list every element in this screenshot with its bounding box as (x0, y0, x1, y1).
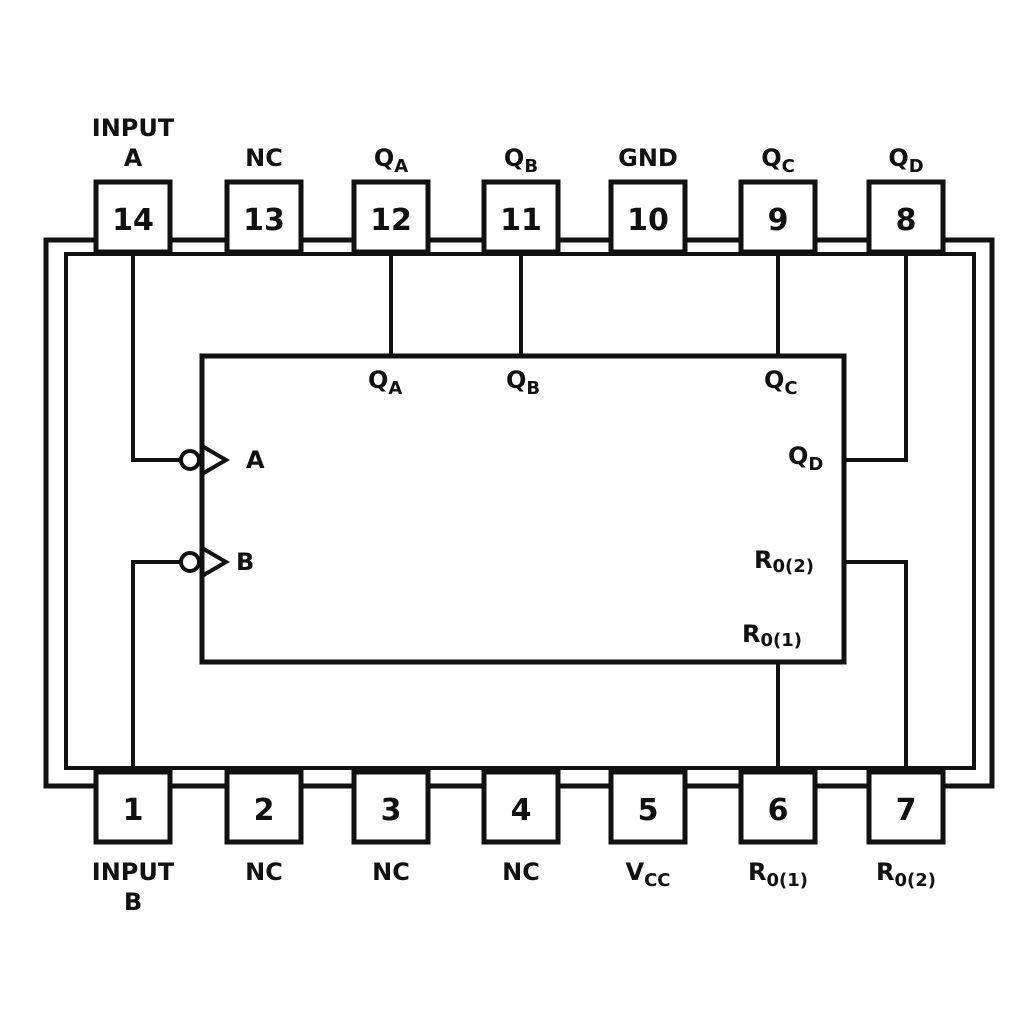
pin-12-number: 12 (370, 203, 412, 238)
pin-14-label-line2: A (124, 144, 143, 172)
pin-10-label: GND (618, 144, 678, 172)
pin-11-box (481, 179, 561, 255)
inner-label-qa: QA (368, 366, 402, 399)
inner-label-qd: QD (788, 442, 823, 475)
pin-13-number: 13 (243, 203, 285, 238)
pin-6-number: 6 (768, 793, 789, 828)
pin-2-number: 2 (254, 793, 275, 828)
pin-9-number: 9 (768, 203, 789, 238)
input-b-clock-triangle (200, 546, 230, 578)
pin-1-box (93, 769, 173, 845)
pin-8-number: 8 (896, 203, 917, 238)
pin-5-box (608, 769, 688, 845)
pin-8-label: QD (888, 144, 923, 177)
pin-13-box (224, 179, 304, 255)
input-a-clock-triangle (200, 444, 230, 476)
pin-12-box (351, 179, 431, 255)
inner-label-r01: R0(1) (742, 620, 802, 651)
pin-2-box (224, 769, 304, 845)
pin-4-number: 4 (511, 793, 532, 828)
inner-label-input-a: A (246, 446, 265, 474)
pin-14-box (93, 179, 173, 255)
input-b-inversion-bubble (179, 551, 201, 573)
wire-pin14-input-a (131, 252, 182, 462)
pin-4-label: NC (502, 858, 540, 886)
pin-3-box (351, 769, 431, 845)
inner-label-qc: QC (764, 366, 798, 399)
pin-8-box (866, 179, 946, 255)
pin-1-label: INPUT (92, 858, 175, 886)
pin-3-number: 3 (381, 793, 402, 828)
pin-9-label: QC (761, 144, 795, 177)
pin-10-box (608, 179, 688, 255)
pin-1-label-line2: B (124, 888, 142, 916)
pin-11: 11 QB (481, 144, 561, 255)
pin-10: 10 GND (608, 144, 688, 255)
pin-7-box (866, 769, 946, 845)
pin-9: 9 QC (738, 144, 818, 255)
inner-label-qb: QB (506, 366, 540, 399)
counter-logic-block (199, 353, 847, 665)
pin-7-label: R0(2) (876, 858, 936, 891)
pin-8: 8 QD (866, 144, 946, 255)
pin-2: 2NC (224, 769, 304, 886)
wiring (131, 252, 908, 770)
pin-1-number: 1 (123, 793, 144, 828)
pin-14-label: INPUT (92, 114, 175, 142)
pin-12: 12 QA (351, 144, 431, 255)
pin-3-label: NC (372, 858, 410, 886)
pin-7: 7R0(2) (866, 769, 946, 891)
input-a-symbol (179, 444, 230, 476)
pin-11-number: 11 (500, 203, 542, 238)
wire-pin8-qd (844, 252, 908, 462)
pin-3: 3NC (351, 769, 431, 886)
pin-2-label: NC (245, 858, 283, 886)
input-b-symbol (179, 546, 230, 578)
input-a-inversion-bubble (179, 449, 201, 471)
pin-12-label: QA (374, 144, 408, 177)
inner-label-r02: R0(2) (754, 546, 814, 577)
inner-label-input-b: B (236, 548, 254, 576)
pin-13: 13 NC (224, 144, 304, 255)
wire-pin1-input-b (131, 560, 182, 770)
pin-6: 6R0(1) (738, 769, 818, 891)
pin-4-box (481, 769, 561, 845)
wire-pin7-r02 (844, 560, 908, 770)
pin-11-label: QB (504, 144, 538, 177)
pin-14-number: 14 (112, 203, 154, 238)
pin-6-box (738, 769, 818, 845)
pin-10-number: 10 (627, 203, 669, 238)
pin-4: 4NC (481, 769, 561, 886)
pin-5-label: VCC (626, 858, 671, 891)
pin-9-box (738, 179, 818, 255)
pin-7-number: 7 (896, 793, 917, 828)
pin-5-number: 5 (638, 793, 659, 828)
pin-6-label: R0(1) (748, 858, 808, 891)
pin-13-label: NC (245, 144, 283, 172)
